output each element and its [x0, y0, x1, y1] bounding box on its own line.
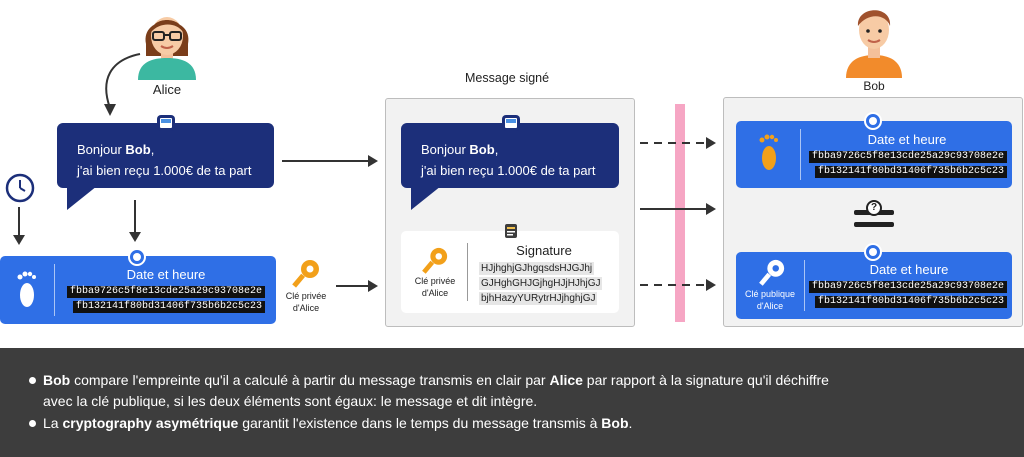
compare-question-icon: ?: [866, 200, 882, 216]
alice-avatar: [138, 17, 196, 80]
explanation-box: Bob compare l'empreinte qu'il a calculé …: [0, 348, 1024, 457]
middle-arrow: [640, 203, 716, 215]
bob-top-hash-line-1: fbba9726c5f8e13cde25a29c93708e2e: [809, 151, 1008, 163]
private-key-icon: [292, 260, 319, 288]
bob-bottom-clock-icon: [864, 243, 882, 261]
signature-line-3: bjhHazyYURytrHJjhghjGJ: [479, 292, 598, 305]
signed-message-line-1: Bonjour Bob,: [421, 142, 499, 157]
hash-line-1: fbba9726c5f8e13cde25a29c93708e2e: [67, 286, 266, 298]
clock-icon: [5, 173, 35, 203]
bob-bottom-hash-line-1: fbba9726c5f8e13cde25a29c93708e2e: [809, 281, 1008, 293]
bob-top-card-title: Date et heure: [867, 132, 947, 147]
bob-bottom-card-title: Date et heure: [869, 262, 949, 277]
signature-line-1: HJjhghjGJhgqsdsHJGJhj: [479, 262, 595, 275]
hash-line-2: fb132141f80bd31406f735b6b2c5c23: [73, 301, 266, 313]
message-line-2: j'ai bien reçu 1.000€ de ta part: [77, 163, 252, 178]
signature-title: Signature: [516, 243, 572, 258]
bob-top-hash-line-2: fb132141f80bd31406f735b6b2c5c23: [815, 166, 1008, 178]
bob-bottom-hash-line-2: fb132141f80bd31406f735b6b2c5c23: [815, 296, 1008, 308]
note-line-3: La cryptography asymétrique garantit l'e…: [43, 415, 633, 431]
bob-label: Bob: [863, 79, 885, 93]
alice-hash-card: Date et heure fbba9726c5f8e13cde25a29c93…: [0, 256, 276, 324]
clock-to-hash-arrow: [13, 207, 25, 245]
signed-panel-heading: Message signé: [465, 71, 550, 85]
bob-verification-panel: Date et heure fbba9726c5f8e13cde25a29c93…: [723, 97, 1023, 327]
bob-footprint-icon: [759, 134, 778, 170]
message-line-1: Bonjour Bob,: [77, 142, 155, 157]
signature-doc-icon: [505, 224, 517, 238]
note-line-1: Bob compare l'empreinte qu'il a calculé …: [43, 372, 829, 388]
top-dashed-arrow: [640, 137, 716, 149]
note-line-2: avec la clé publique, si les deux élémen…: [43, 393, 538, 409]
bubble-to-signed-arrow: [282, 155, 378, 167]
bob-avatar: [846, 10, 902, 78]
bottom-dashed-arrow: [640, 279, 716, 291]
footprint-icon: [17, 271, 36, 307]
public-key-icon: [759, 259, 785, 286]
signature-key-icon: [422, 247, 448, 274]
alice-to-message-arrow: [104, 53, 141, 116]
bob-computed-hash-card: Date et heure fbba9726c5f8e13cde25a29c93…: [736, 121, 1012, 188]
transmission-separator: [675, 104, 685, 322]
signed-message-line-2: j'ai bien reçu 1.000€ de ta part: [421, 163, 596, 178]
signed-mail-icon: [502, 115, 520, 131]
clock-badge-icon: [128, 248, 146, 266]
signature-line-2: GJHghGHJGjhgHJjHJhjGJ: [479, 277, 603, 290]
signed-message-panel: Bonjour Bob, j'ai bien reçu 1.000€ de ta…: [385, 98, 635, 327]
bob-top-clock-icon: [864, 112, 882, 130]
alice-label: Alice: [152, 82, 182, 97]
mail-icon: [157, 115, 175, 131]
signed-message-bubble: Bonjour Bob, j'ai bien reçu 1.000€ de ta…: [401, 123, 619, 210]
alice-message-bubble: Bonjour Bob, j'ai bien reçu 1.000€ de ta…: [57, 123, 274, 210]
hash-card-title: Date et heure: [126, 267, 206, 282]
bubble-to-hash-arrow: [129, 200, 141, 242]
key-to-signed-arrow: [336, 280, 378, 292]
